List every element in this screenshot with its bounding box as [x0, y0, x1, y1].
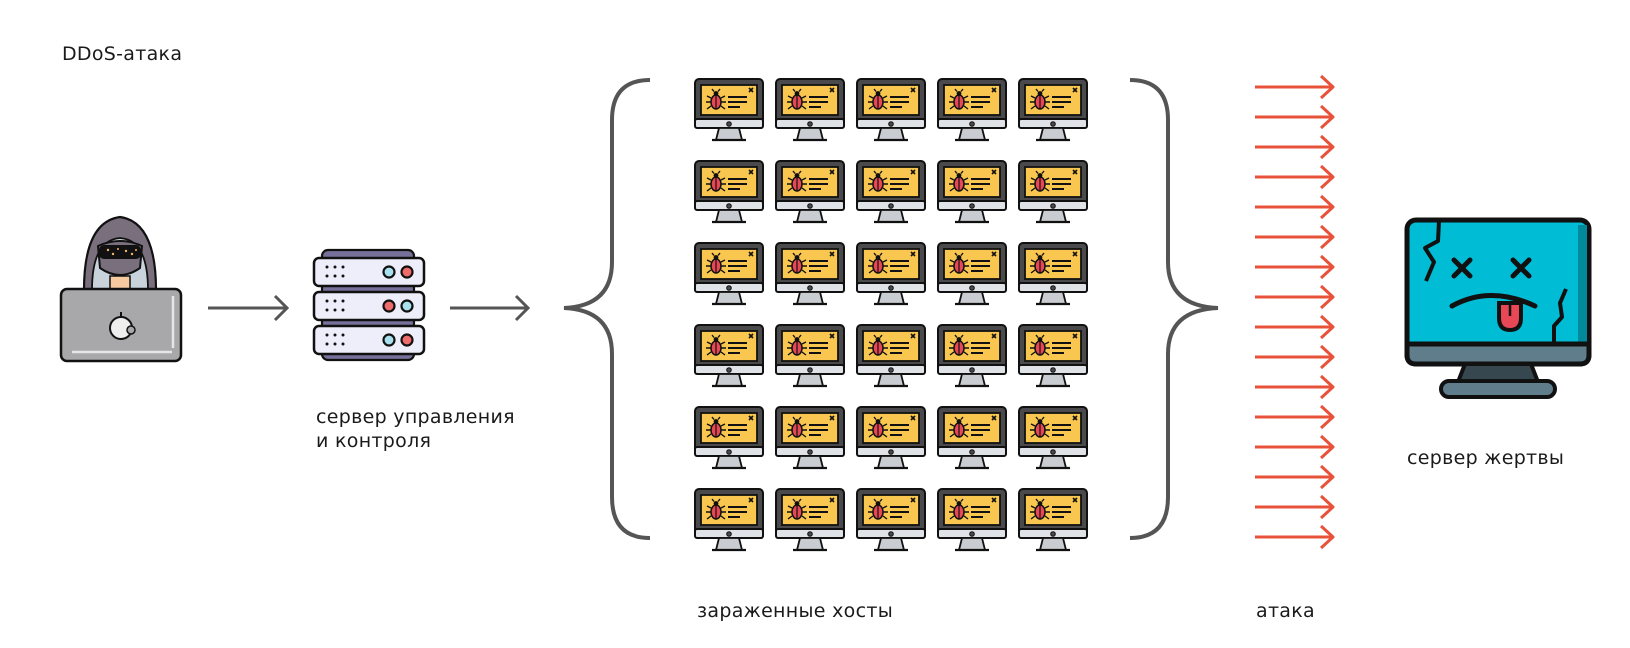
infected-monitor-bug-icon	[693, 487, 765, 552]
infected-hosts-grid	[693, 77, 1089, 552]
attack-arrow	[1253, 434, 1335, 460]
infected-monitor-bug-icon	[855, 405, 927, 470]
diagram-title: DDoS-атака	[62, 43, 183, 65]
infected-monitor-bug-icon	[936, 241, 1008, 306]
attack-arrow	[1253, 314, 1335, 340]
attack-arrow	[1253, 104, 1335, 130]
attack-arrow	[1253, 494, 1335, 520]
infected-monitor-bug-icon	[774, 159, 846, 224]
infected-monitor-bug-icon	[1017, 77, 1089, 142]
attack-arrow	[1253, 374, 1335, 400]
infected-monitor-bug-icon	[1017, 405, 1089, 470]
attack-arrow	[1253, 224, 1335, 250]
infected-monitor-bug-icon	[693, 77, 765, 142]
infected-monitor-bug-icon	[693, 405, 765, 470]
infected-monitor-bug-icon	[855, 77, 927, 142]
attack-arrow	[1253, 284, 1335, 310]
right-brace	[1129, 78, 1219, 540]
attack-arrow	[1253, 254, 1335, 280]
infected-hosts-label: зараженные хосты	[697, 600, 894, 622]
infected-monitor-bug-icon	[855, 241, 927, 306]
infected-monitor-bug-icon	[1017, 241, 1089, 306]
infected-monitor-bug-icon	[774, 241, 846, 306]
infected-monitor-bug-icon	[1017, 159, 1089, 224]
left-brace	[563, 78, 651, 540]
infected-monitor-bug-icon	[936, 159, 1008, 224]
infected-monitor-bug-icon	[774, 405, 846, 470]
infected-monitor-bug-icon	[774, 323, 846, 388]
infected-monitor-bug-icon	[936, 487, 1008, 552]
attack-arrow	[1253, 524, 1335, 550]
attack-arrow	[1253, 194, 1335, 220]
infected-monitor-bug-icon	[936, 77, 1008, 142]
cc-server-label: сервер управления и контроля	[316, 405, 515, 453]
arrow-cc-to-hosts	[450, 294, 531, 322]
infected-monitor-bug-icon	[855, 159, 927, 224]
infected-monitor-bug-icon	[693, 323, 765, 388]
hacker-with-laptop-icon	[59, 215, 183, 363]
infected-monitor-bug-icon	[936, 323, 1008, 388]
attack-arrow	[1253, 404, 1335, 430]
infected-monitor-bug-icon	[1017, 487, 1089, 552]
cc-server-label-line1: сервер управления	[316, 406, 515, 428]
attack-label: атака	[1256, 600, 1315, 622]
attack-arrow	[1253, 164, 1335, 190]
attack-arrow	[1253, 134, 1335, 160]
attack-arrow	[1253, 464, 1335, 490]
attack-arrows	[1253, 74, 1335, 550]
infected-monitor-bug-icon	[693, 241, 765, 306]
infected-monitor-bug-icon	[774, 487, 846, 552]
attack-arrow	[1253, 74, 1335, 100]
cc-server-label-line2: и контроля	[316, 430, 432, 452]
infected-monitor-bug-icon	[1017, 323, 1089, 388]
attack-arrow	[1253, 344, 1335, 370]
arrow-attacker-to-cc	[208, 294, 290, 322]
infected-monitor-bug-icon	[855, 487, 927, 552]
infected-monitor-bug-icon	[774, 77, 846, 142]
infected-monitor-bug-icon	[936, 405, 1008, 470]
broken-dead-monitor-icon	[1404, 217, 1592, 399]
infected-monitor-bug-icon	[855, 323, 927, 388]
victim-server-label: сервер жертвы	[1407, 447, 1565, 469]
infected-monitor-bug-icon	[693, 159, 765, 224]
server-rack-icon	[312, 248, 426, 362]
